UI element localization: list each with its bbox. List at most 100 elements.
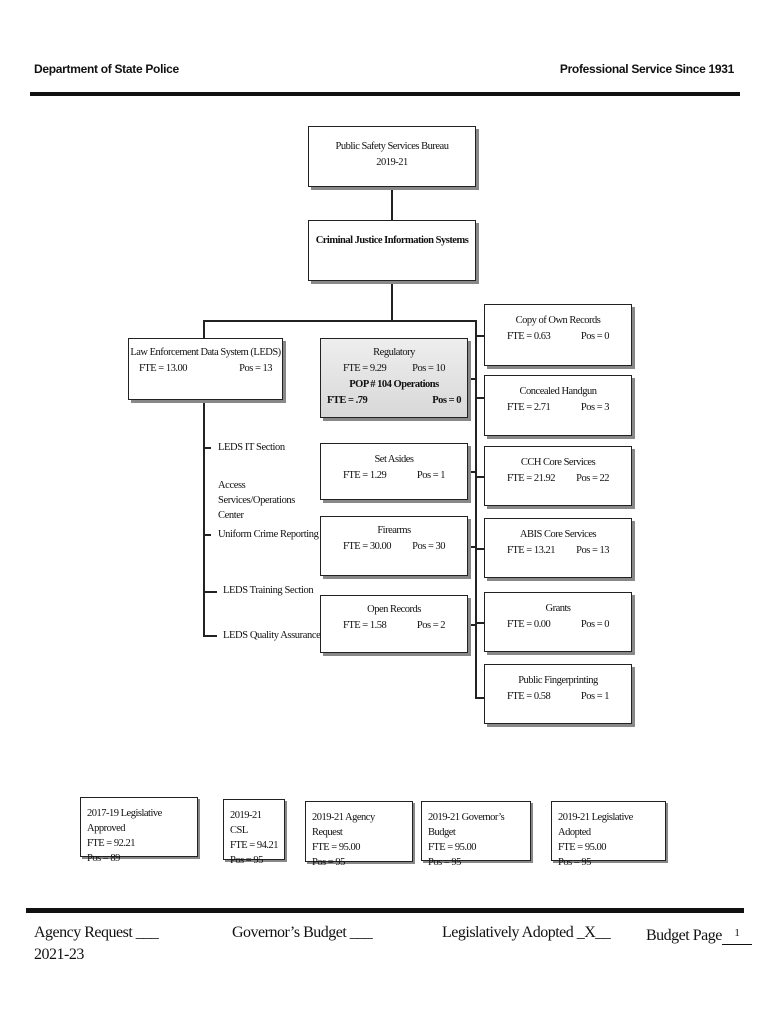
concealed-fte: FTE = 2.71 xyxy=(507,402,551,413)
connector xyxy=(475,397,484,399)
grants-box: Grants FTE = 0.00 Pos = 0 xyxy=(484,592,632,652)
summary-pos: Pos = 95 xyxy=(230,855,263,866)
regulatory-fte: FTE = 9.29 xyxy=(343,363,387,374)
connector xyxy=(468,624,476,626)
copy-own-title: Copy of Own Records xyxy=(515,315,601,326)
summary-title: 2019-21 Agency Request xyxy=(312,812,375,838)
summary-pos: Pos = 95 xyxy=(428,857,461,868)
footer-rule xyxy=(26,908,744,913)
fingerprinting-pos: Pos = 1 xyxy=(580,691,610,702)
cch-pos: Pos = 22 xyxy=(576,473,609,484)
fingerprinting-fte: FTE = 0.58 xyxy=(507,691,551,702)
set-asides-fte: FTE = 1.29 xyxy=(343,470,387,481)
summary-fte: FTE = 94.21 xyxy=(230,840,278,851)
header-agency: Department of State Police xyxy=(34,62,179,76)
leds-section: LEDS Training Section xyxy=(223,585,314,596)
biennium: 2021-23 xyxy=(34,946,84,963)
summary-pos: Pos = 95 xyxy=(312,857,345,868)
connector xyxy=(203,400,205,636)
pop-pos: Pos = 0 xyxy=(432,395,461,406)
header-rule xyxy=(30,92,740,96)
connector xyxy=(468,471,476,473)
regulatory-title: Regulatory xyxy=(373,347,415,358)
budget-page-label: Budget Page xyxy=(646,927,722,944)
regulatory-box: Regulatory FTE = 9.29 Pos = 10 POP # 104 … xyxy=(320,338,468,418)
summary-title: 2017-19 Legislative Approved xyxy=(87,808,162,834)
connector xyxy=(203,320,205,338)
connector xyxy=(475,335,484,337)
footer-governors-budget: Governor’s Budget ___ xyxy=(232,924,373,941)
summary-fte: FTE = 95.00 xyxy=(428,842,476,853)
connector xyxy=(203,320,476,322)
summary-title: 2019-21 Governor’s Budget xyxy=(428,812,505,838)
open-records-title: Open Records xyxy=(367,604,421,615)
cch-title: CCH Core Services xyxy=(520,457,596,468)
bureau-period: 2019-21 xyxy=(376,157,408,168)
connector xyxy=(391,281,393,320)
connector xyxy=(203,534,211,536)
abis-pos: Pos = 13 xyxy=(576,545,609,556)
footer-leg-adopted: Legislatively Adopted _X__ xyxy=(442,924,611,941)
connector xyxy=(475,476,484,478)
leds-section: LEDS IT Section xyxy=(218,442,285,453)
connector xyxy=(203,591,217,593)
grants-fte: FTE = 0.00 xyxy=(507,619,551,630)
pop-title: POP # 104 Operations xyxy=(349,379,439,390)
summary-pos: Pos = 95 xyxy=(558,857,591,868)
firearms-title: Firearms xyxy=(377,525,411,536)
set-asides-pos: Pos = 1 xyxy=(416,470,446,481)
grants-title: Grants xyxy=(545,603,572,614)
summary-title: 2019-21 CSL xyxy=(230,810,262,836)
connector xyxy=(203,447,211,449)
division-box: Criminal Justice Information Systems xyxy=(308,220,476,281)
connector xyxy=(475,320,477,698)
connector xyxy=(468,546,476,548)
connector xyxy=(475,622,484,624)
bureau-title: Public Safety Services Bureau xyxy=(335,141,449,152)
leds-title: Law Enforcement Data System (LEDS) xyxy=(130,347,281,358)
fingerprinting-title: Public Fingerprinting xyxy=(518,675,598,686)
division-title: Criminal Justice Information Systems xyxy=(315,235,469,246)
set-asides-title: Set Asides xyxy=(374,454,414,465)
summary-fte: FTE = 95.00 xyxy=(312,842,360,853)
leds-section: Uniform Crime Reporting xyxy=(218,529,319,540)
connector xyxy=(475,697,484,699)
leds-section: LEDS Quality Assurance xyxy=(223,630,321,641)
footer-agency-request: Agency Request ___ 2021-23 xyxy=(34,922,159,966)
connector xyxy=(203,635,217,637)
set-asides-box: Set Asides FTE = 1.29 Pos = 1 xyxy=(320,443,468,500)
connector xyxy=(475,548,484,550)
budget-page-number: 1 xyxy=(721,922,752,945)
public-fingerprinting-box: Public Fingerprinting FTE = 0.58 Pos = 1 xyxy=(484,664,632,724)
header-tagline: Professional Service Since 1931 xyxy=(559,62,734,76)
connector xyxy=(391,187,393,220)
copy-own-fte: FTE = 0.63 xyxy=(507,331,551,342)
summary-title: 2019-21 Legislative Adopted xyxy=(558,812,633,838)
pop-fte: FTE = .79 xyxy=(327,395,368,406)
abis-title: ABIS Core Services xyxy=(519,529,597,540)
concealed-pos: Pos = 3 xyxy=(580,402,610,413)
summary-pos: Pos = 89 xyxy=(87,853,120,864)
leds-section: Access Services/Operations Center xyxy=(218,480,295,521)
open-records-fte: FTE = 1.58 xyxy=(343,620,387,631)
leds-pos: Pos = 13 xyxy=(239,363,272,374)
regulatory-pos: Pos = 10 xyxy=(412,363,445,374)
grants-pos: Pos = 0 xyxy=(580,619,610,630)
bureau-box: Public Safety Services Bureau 2019-21 xyxy=(308,126,476,187)
summary-fte: FTE = 95.00 xyxy=(558,842,606,853)
agency-request-label: Agency Request ___ xyxy=(34,924,159,941)
leds-box: Law Enforcement Data System (LEDS) FTE =… xyxy=(128,338,283,400)
connector xyxy=(468,378,476,380)
